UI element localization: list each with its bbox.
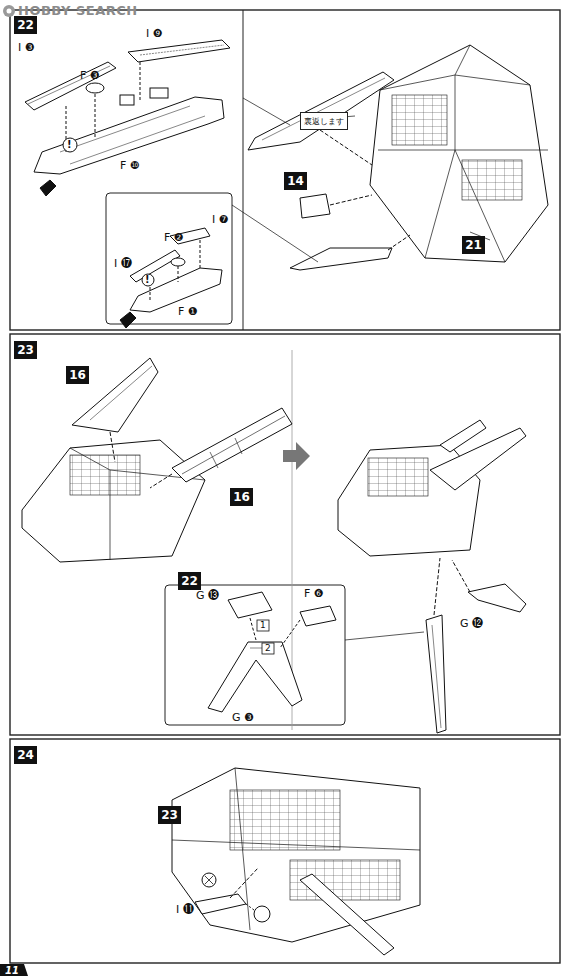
hull-assembly — [232, 45, 548, 270]
node-text: 16 — [69, 368, 86, 382]
callout-number: 24 — [14, 746, 37, 764]
callout-number: 16 — [66, 366, 89, 384]
part-label: I ❸ — [18, 42, 35, 53]
part-label: G ❸ — [232, 712, 254, 723]
callout-number: 22 — [178, 572, 201, 590]
part-label: F ❶ — [178, 306, 198, 317]
wing-parts — [25, 40, 230, 328]
panel-frames — [10, 10, 560, 963]
part-label: I ❼ — [212, 214, 229, 225]
step24-hull — [172, 768, 420, 955]
callout-number: 14 — [284, 172, 307, 190]
page-number: 11 — [5, 966, 19, 976]
callout-number: 23 — [158, 806, 181, 824]
callout-number: 16 — [230, 488, 253, 506]
node-text: 22 — [181, 574, 198, 588]
node-text: 24 — [17, 748, 34, 762]
node-text: 22 — [17, 18, 34, 32]
node-text: 裏返します — [304, 116, 344, 127]
callout-number: 22 — [14, 16, 37, 34]
watermark: HOBBY SEARCH — [18, 4, 138, 17]
part-label: I ⓱ — [114, 258, 132, 269]
page-tab — [0, 964, 28, 976]
part-label: G ⓭ — [196, 590, 219, 601]
order-number: 2 — [265, 644, 271, 653]
node-text: 14 — [287, 174, 304, 188]
callout-number: 21 — [462, 236, 485, 254]
part-label: I ⓫ — [176, 904, 194, 915]
note-box: 裏返します — [300, 112, 348, 130]
node-text: 21 — [465, 238, 482, 252]
node-text: 23 — [161, 808, 178, 822]
step23-parts — [22, 358, 526, 733]
caution-mark: ! — [67, 140, 72, 150]
node-text: 16 — [233, 490, 250, 504]
order-number: 1 — [260, 621, 266, 630]
part-label: F ❷ — [164, 232, 184, 243]
part-label: F ❻ — [304, 588, 324, 599]
caution-mark: ! — [145, 275, 150, 285]
node-text: 23 — [17, 343, 34, 357]
part-label: G ⓬ — [460, 618, 483, 629]
callout-number: 23 — [14, 341, 37, 359]
part-label: I ❾ — [146, 28, 163, 39]
part-label: F ❸ — [80, 70, 100, 81]
part-label: F ❿ — [120, 160, 140, 171]
